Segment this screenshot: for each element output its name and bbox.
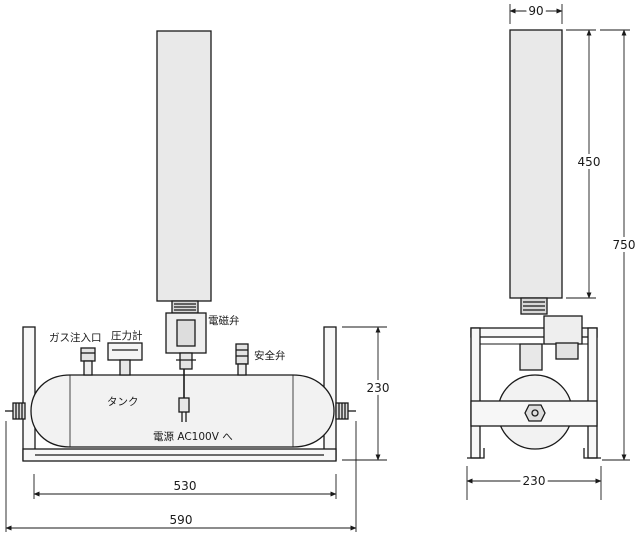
front-power-cord — [178, 369, 190, 422]
front-frame-left-post — [22, 326, 36, 461]
front-pressure-gauge — [107, 342, 143, 376]
dim-side-overall-height: 750 — [613, 238, 636, 252]
front-right-end-nut — [335, 402, 356, 420]
dim-front-overall-width: 590 — [170, 513, 193, 527]
dim-front-frame-height: 230 — [367, 381, 390, 395]
front-column-joint — [171, 300, 199, 314]
label-tank: タンク — [107, 396, 139, 408]
label-power: 電源 AC100V へ — [153, 430, 233, 443]
dim-side-column-height: 450 — [578, 155, 601, 169]
front-gas-inlet-fitting — [80, 347, 96, 376]
dim-front-tank-width: 530 — [174, 479, 197, 493]
label-solenoid-valve: 電磁弁 — [208, 314, 240, 327]
side-frame-left-post — [470, 327, 481, 459]
label-gas-inlet: ガス注入口 — [49, 331, 102, 344]
side-solenoid-valve — [543, 315, 583, 345]
side-view — [466, 4, 630, 500]
label-safety-valve: 安全弁 — [254, 349, 286, 362]
front-safety-valve — [235, 343, 249, 376]
side-column — [509, 29, 563, 299]
dim-side-column-width: 90 — [528, 4, 543, 18]
dim-side-frame-width: 230 — [523, 474, 546, 488]
side-frame-right-post — [587, 327, 598, 459]
front-left-end-nut — [5, 402, 26, 420]
side-tank-nut — [524, 404, 546, 422]
front-view — [5, 30, 387, 532]
front-column — [156, 30, 212, 302]
label-pressure-gauge: 圧力計 — [111, 329, 143, 342]
